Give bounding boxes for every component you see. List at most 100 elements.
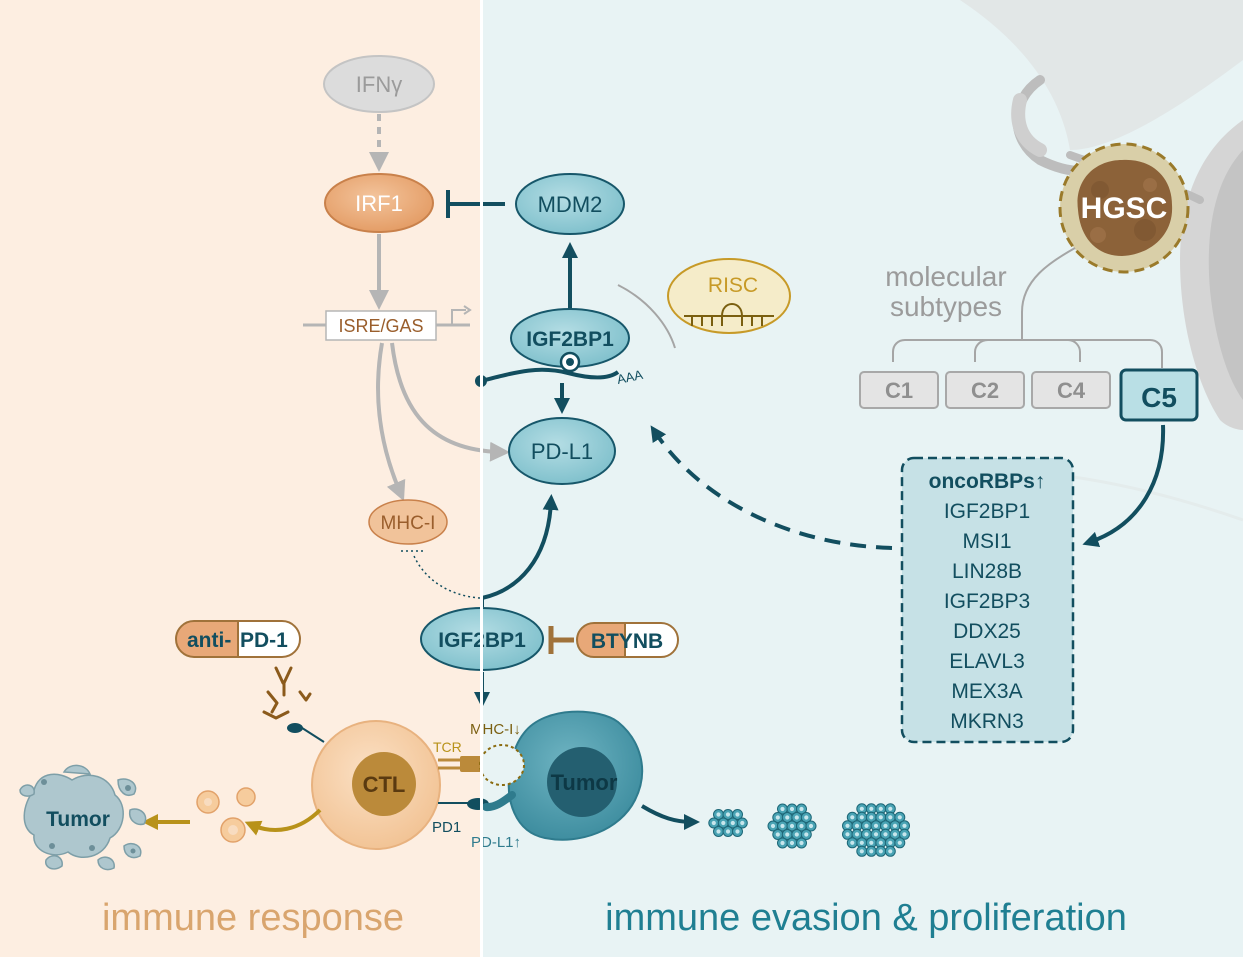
oncorbp-item: MSI1 <box>962 530 1011 553</box>
svg-text:MHC-I: MHC-I <box>381 513 436 534</box>
tumor-cell-dot-core <box>775 815 780 820</box>
lysed-tumor <box>19 764 147 871</box>
tumor-cell-dot-core <box>892 823 898 828</box>
tumor-cell-dot-core <box>873 823 879 828</box>
tcr-receptor <box>438 758 462 770</box>
mhci-on-tumor <box>479 744 525 786</box>
tumor-cell-dot-core <box>859 806 864 811</box>
isre-gas-promoter: ISRE/GAS <box>303 305 472 341</box>
subtype-c2: C2 <box>945 371 1025 409</box>
poly-a-tail: AAA <box>616 367 645 387</box>
subtype-c5: C5 <box>1119 368 1199 422</box>
svg-text:C1: C1 <box>885 378 913 403</box>
svg-text:PD-L1: PD-L1 <box>531 439 593 464</box>
isre-to-pdl1-arrow <box>390 342 510 462</box>
tumor-cell-dot-core <box>869 849 874 854</box>
subtype-c4: C4 <box>1031 371 1111 409</box>
tumor-cell-dot-core <box>740 820 745 826</box>
tcr-label: TCR <box>433 739 462 755</box>
irf1-node: IRF1 <box>324 173 434 233</box>
tumor-cell-dot-core <box>859 815 864 820</box>
tumor-left-label: Tumor <box>46 808 110 831</box>
tumor-cell-dot-core <box>789 806 795 812</box>
immune-response-title: immune response <box>102 897 404 939</box>
tumor-cell-dot-core <box>799 840 804 846</box>
oncorbps-title: oncoRBPs↑ <box>929 470 1046 493</box>
tumor-cell-dot-core <box>780 823 785 829</box>
oncorbp-item: ELAVL3 <box>949 650 1025 673</box>
tumor-cluster-large <box>842 803 910 857</box>
pd1-receptor <box>298 725 325 743</box>
tumor-cell-dot-core <box>794 832 799 837</box>
tumor-cell-dot-core <box>716 812 721 817</box>
tumor-cell-dot-core <box>897 840 902 845</box>
igf2bp1-inhibits-mhci <box>401 550 481 599</box>
subtypes-label: subtypes <box>890 291 1002 322</box>
oncorbp-item: LIN28B <box>952 560 1022 583</box>
tumor-cell-dot-core <box>770 823 776 829</box>
tumor-cell-dot-core <box>850 815 855 820</box>
isre-to-mhci-arrow <box>376 342 406 502</box>
svg-text:RISC: RISC <box>708 274 758 297</box>
mdm2-node: MDM2 <box>515 173 625 235</box>
tumor-cell-dot-core <box>888 840 893 845</box>
tumor-cell-dot-core <box>785 832 790 837</box>
tumor-cell-dot-core <box>854 823 860 828</box>
c5-to-oncorbps-arrow <box>1082 424 1166 547</box>
immune-evasion-title: immune evasion & proliferation <box>605 897 1127 939</box>
tumor-cell-dot-core <box>789 823 795 829</box>
tumor-cell-dot-core <box>804 832 809 837</box>
oncorbp-item: MEX3A <box>951 680 1022 703</box>
tumor-cell-dot-core <box>902 823 907 828</box>
tumor-cell-dot-core <box>878 815 883 820</box>
svg-text:IGF2BP1: IGF2BP1 <box>526 328 614 351</box>
antibody-icon <box>262 666 312 720</box>
lysed-tumor-fragments <box>41 779 136 854</box>
tumor-cell-dot-core <box>883 832 888 837</box>
tumor-cell-dot-core <box>804 815 809 820</box>
tumor-cell-dot-core <box>864 823 869 828</box>
pd1-label: PD1 <box>432 819 461 836</box>
mhci-node: MHC-I <box>368 499 448 545</box>
svg-text:C4: C4 <box>1057 378 1086 403</box>
tumor-proliferation-arrow <box>640 804 700 830</box>
tumor-cluster-small <box>708 809 748 837</box>
mdm2-inhibits-irf1 <box>446 190 505 218</box>
anti-pd1-drug: anti- PD-1 <box>175 620 301 658</box>
svg-text:MDM2: MDM2 <box>538 192 603 217</box>
tumor-cell-dot-core <box>888 815 893 820</box>
tumor-right-label: Tumor <box>551 770 618 795</box>
ctl-nucleus <box>352 752 416 816</box>
tumor-cell-dot-core <box>725 829 731 834</box>
tumor-cell-dot-core <box>735 829 740 834</box>
tumor-cell-dot-core <box>799 823 804 829</box>
tumor-cell-dot-core <box>878 806 883 811</box>
tumor-cell-dot-core <box>897 815 902 820</box>
tumor-cell-dot-core <box>735 812 740 817</box>
oncorbp-item: IGF2BP1 <box>944 500 1030 523</box>
risc-blocked-arc <box>617 284 676 349</box>
cytotoxic-granules <box>196 787 256 843</box>
tumor-cell-dot-core <box>864 832 869 837</box>
btynb-inhibits-igf2bp1 <box>548 626 574 654</box>
svg-text:IFNγ: IFNγ <box>356 72 402 97</box>
tumor-cell-dot-core <box>869 840 874 845</box>
tumor-cell-dot-core <box>869 815 874 820</box>
tumor-cell-dot-core <box>789 840 795 846</box>
tumor-cluster-medium <box>767 803 817 849</box>
tumor-cell-dot-core <box>725 812 731 817</box>
tumor-cell-dot-core <box>869 806 874 811</box>
tumor-cell-dot-core <box>775 832 780 837</box>
tumor-cell-dot-core <box>878 849 883 854</box>
tumor-cell-dot-core <box>785 815 790 820</box>
tumor-cell-dot-core <box>883 823 888 828</box>
svg-text:IRF1: IRF1 <box>355 191 403 216</box>
tumor-cell-dot-core <box>902 832 907 837</box>
tumor-cell-dot-core <box>716 829 721 834</box>
tumor-cell-dot-core <box>888 806 893 811</box>
svg-text:ISRE/GAS: ISRE/GAS <box>338 316 423 336</box>
ifng-node: IFNγ <box>323 55 435 113</box>
tumor-cell-dot-core <box>808 823 814 829</box>
tumor-cell-dot-core <box>730 820 735 826</box>
